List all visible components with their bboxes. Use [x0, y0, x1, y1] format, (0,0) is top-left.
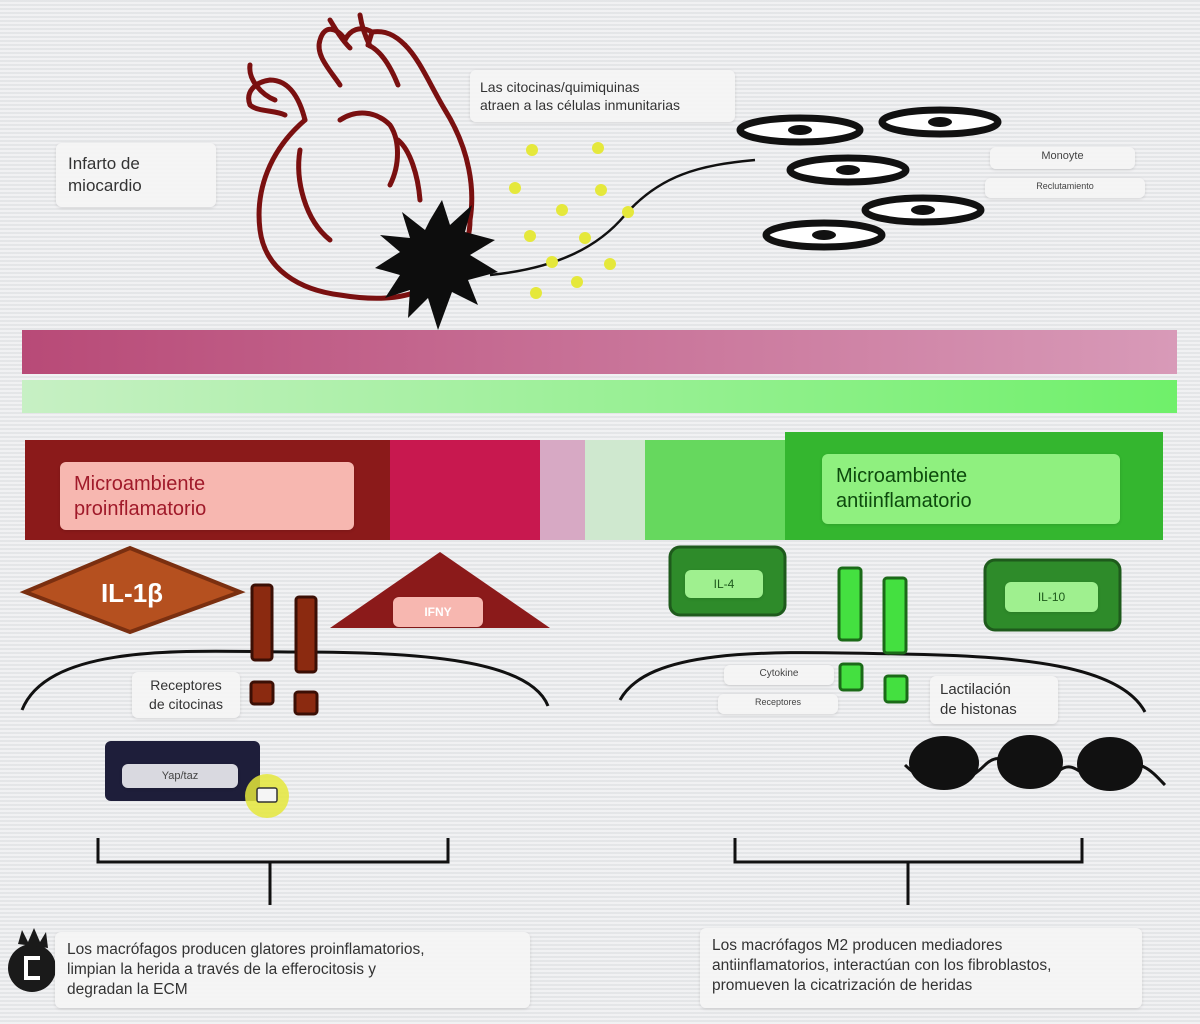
right-cytokine-receptor — [882, 576, 909, 704]
monocyte-cell — [786, 154, 910, 186]
monocyte-cell — [861, 194, 985, 226]
m1-description: Los macrófagos producen glatores proinfl… — [55, 932, 530, 1008]
right-cell-membrane — [618, 651, 1147, 713]
left-cytokine-receptor — [293, 595, 319, 716]
ifny-triangle — [330, 552, 550, 628]
antiinflammatory-env-label: Microambiente antiinflamatorio — [822, 454, 1120, 524]
recruitment-label: Reclutamiento — [985, 178, 1145, 198]
cytokines-attract-label: Las citocinas/quimiquinas atraen a las c… — [470, 70, 735, 122]
yap-taz-label: Yap/taz — [122, 764, 238, 788]
marker-square-icon — [256, 787, 278, 803]
proinflammatory-env-label: Microambiente proinflamatorio — [60, 462, 354, 530]
right-brace — [733, 838, 1084, 905]
infarct-burst-icon — [375, 200, 498, 330]
monocyte-cells — [736, 106, 1002, 251]
left-brace — [96, 838, 450, 905]
monocyte-label: Monoyte — [990, 147, 1135, 169]
il4-label: IL-4 — [685, 570, 763, 598]
cytokine-receptors-label: Receptores de citocinas — [132, 672, 240, 718]
receptors-small-label: Receptores — [718, 694, 838, 714]
infarct-label: Infarto de miocardio — [56, 143, 216, 207]
ifny-label: IFNY — [393, 597, 483, 627]
antiinflammatory-gradient-bar — [22, 380, 1177, 413]
il1b-label: IL-1β — [101, 578, 163, 608]
histone-lactylation-label: Lactilación de histonas — [930, 676, 1058, 724]
left-cell-membrane — [20, 649, 550, 711]
cytokine-dots — [509, 142, 634, 299]
histone-nucleosomes-icon — [903, 735, 1167, 791]
proinflammatory-gradient-bar — [22, 330, 1177, 374]
m2-description: Los macrófagos M2 producen mediadores an… — [700, 928, 1142, 1008]
il10-label: IL-10 — [1005, 582, 1098, 612]
monocyte-cell — [736, 114, 864, 146]
cytokine-small-label: Cytokine — [724, 665, 834, 685]
heart-icon — [246, 12, 475, 301]
brand-logo-icon — [8, 928, 56, 992]
recruitment-leader-line — [489, 158, 756, 277]
left-cytokine-receptor — [249, 583, 275, 706]
right-cytokine-receptor — [837, 566, 864, 692]
monocyte-cell — [878, 106, 1002, 138]
monocyte-cell — [762, 219, 886, 251]
il1b-diamond — [19, 545, 246, 635]
